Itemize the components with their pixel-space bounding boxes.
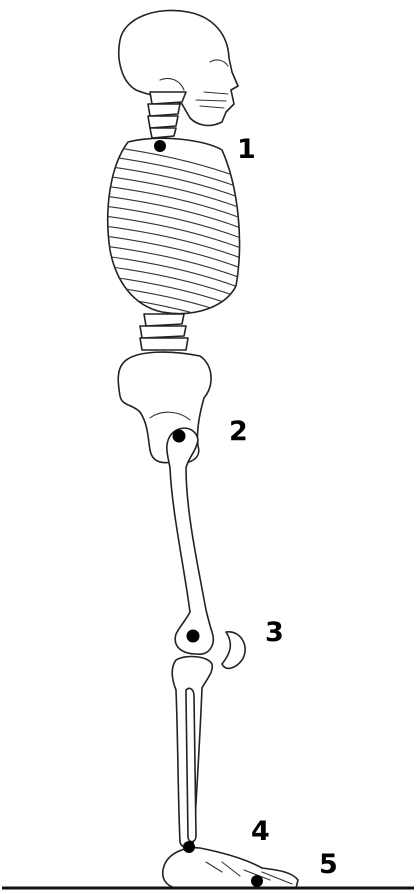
landmark-label-3: 3 bbox=[265, 619, 284, 646]
tibia-fibula bbox=[172, 657, 212, 848]
landmark-marker-1 bbox=[154, 140, 166, 152]
patella bbox=[222, 632, 245, 669]
landmark-label-1: 1 bbox=[237, 136, 256, 163]
landmark-marker-4 bbox=[183, 841, 195, 853]
pelvis bbox=[118, 352, 211, 463]
landmark-marker-5 bbox=[251, 875, 263, 887]
lumbar-spine bbox=[140, 314, 188, 350]
landmark-label-5: 5 bbox=[319, 851, 338, 878]
landmark-marker-2 bbox=[173, 430, 186, 443]
foot bbox=[163, 848, 298, 888]
landmark-label-4: 4 bbox=[251, 818, 270, 845]
rib-cage bbox=[104, 138, 246, 340]
cervical-spine bbox=[148, 92, 186, 138]
landmark-label-2: 2 bbox=[229, 418, 248, 445]
landmark-marker-3 bbox=[187, 630, 200, 643]
